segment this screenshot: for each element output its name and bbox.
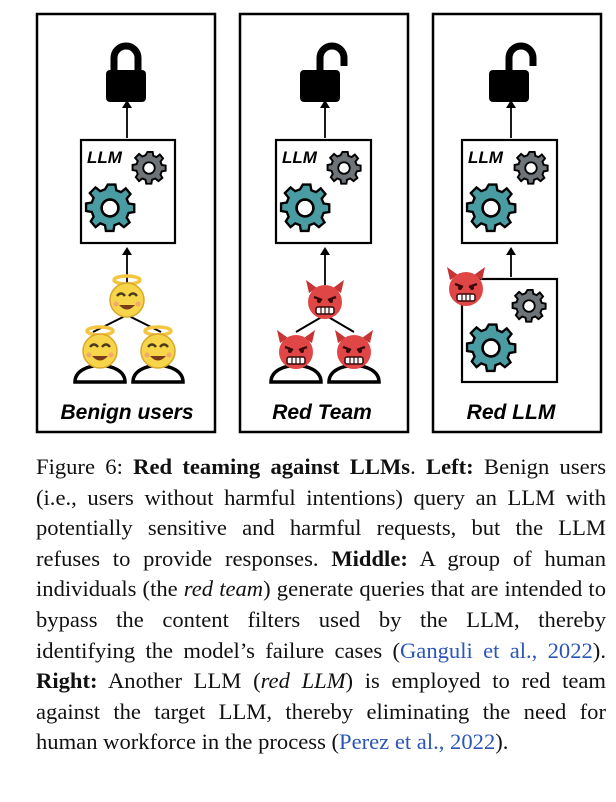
- right-label: Right:: [36, 668, 98, 694]
- small-gear-icon: [326, 150, 362, 185]
- llm-label: LLM: [282, 148, 318, 167]
- devil-face-icon: [333, 328, 375, 371]
- citation-link-ganguli[interactable]: Ganguli et al., 2022: [399, 637, 593, 663]
- open-lock-icon: [489, 46, 533, 102]
- middle-label: Middle:: [331, 545, 408, 571]
- red-llm-box: [445, 265, 559, 384]
- angel-face-icon: [139, 325, 177, 370]
- large-gear-icon: [465, 183, 517, 233]
- figure-number: Figure 6:: [36, 454, 134, 479]
- panel-label: Red LLM: [467, 401, 556, 424]
- llm-box: LLM: [79, 138, 177, 245]
- llm-label: LLM: [87, 148, 123, 167]
- llm-label: LLM: [468, 148, 504, 167]
- devil-face-icon: [275, 328, 317, 371]
- left-label: Left:: [426, 454, 474, 479]
- panel-benign-users: LLM Benign users: [35, 12, 217, 434]
- large-gear-icon: [279, 183, 331, 233]
- angel-users: [73, 274, 185, 384]
- red-team-term: red team: [183, 576, 264, 602]
- devil-team: [269, 278, 381, 384]
- closed-lock-icon: [106, 46, 146, 102]
- small-gear-icon: [131, 150, 167, 185]
- devil-face-icon: [304, 278, 346, 321]
- panel-red-team: LLM Red Team: [238, 12, 410, 434]
- small-gear-icon: [511, 288, 547, 323]
- caption-title: Red teaming against LLMs: [133, 454, 411, 479]
- angel-face-icon: [81, 325, 119, 370]
- panel-red-llm: LLM Red LLM: [431, 12, 603, 434]
- figure-red-teaming: LLM Benign users LLM: [35, 12, 603, 434]
- figure-caption: Figure 6: Red teaming against LLMs. Left…: [36, 454, 606, 755]
- large-gear-icon: [465, 323, 517, 373]
- llm-box: LLM: [460, 138, 559, 245]
- llm-box: LLM: [274, 138, 373, 245]
- small-gear-icon: [513, 150, 549, 185]
- panel-label: Benign users: [60, 401, 193, 424]
- panel-label: Red Team: [272, 401, 372, 424]
- citation-link-perez[interactable]: Perez et al., 2022: [339, 729, 496, 755]
- red-llm-term: red LLM: [260, 668, 346, 694]
- open-lock-icon: [300, 46, 344, 102]
- large-gear-icon: [84, 183, 136, 233]
